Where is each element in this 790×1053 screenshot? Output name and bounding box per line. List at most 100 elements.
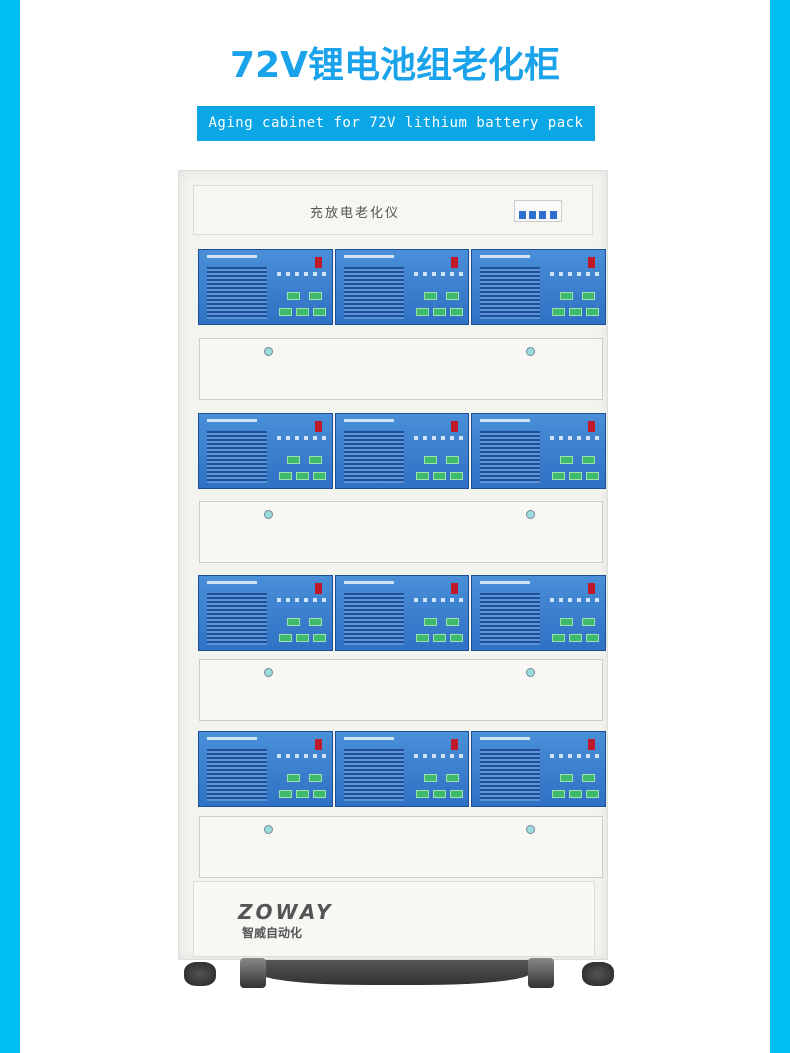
connector-terminal[interactable] [560,292,574,300]
connector-terminal[interactable] [287,292,300,300]
connector-terminal[interactable] [552,634,566,642]
battery-drawer[interactable] [199,659,603,721]
aging-module [471,413,607,489]
power-switch[interactable] [588,421,596,432]
connector-terminal[interactable] [449,790,463,798]
drawer-lock-icon[interactable] [264,825,273,834]
connector-terminal[interactable] [309,618,322,626]
connector-terminal[interactable] [309,292,322,300]
connector-terminal[interactable] [586,472,600,480]
connector-terminal[interactable] [432,790,446,798]
connector-terminal[interactable] [586,634,600,642]
connector-terminal[interactable] [415,308,429,316]
power-switch[interactable] [451,421,459,432]
connector-terminal[interactable] [552,790,566,798]
power-switch[interactable] [314,583,322,594]
battery-drawer[interactable] [199,501,603,563]
power-switch[interactable] [314,421,322,432]
connector-terminal[interactable] [279,634,292,642]
aging-module [471,575,607,651]
power-switch[interactable] [451,739,459,750]
connector-terminal[interactable] [449,308,463,316]
connector-terminal[interactable] [287,456,300,464]
connector-terminal[interactable] [432,472,446,480]
connector-terminal[interactable] [586,790,600,798]
aging-module [334,731,470,807]
drawer-lock-icon[interactable] [264,347,273,356]
connector-terminal[interactable] [313,790,326,798]
connector-terminal[interactable] [560,618,574,626]
connector-terminal[interactable] [296,472,309,480]
leveling-foot [582,962,614,986]
connector-terminal[interactable] [279,790,292,798]
connector-terminal[interactable] [313,308,326,316]
connector-terminal[interactable] [296,790,309,798]
connector-terminal[interactable] [560,774,574,782]
power-switch[interactable] [314,257,322,268]
drawer-lock-icon[interactable] [526,825,535,834]
connector-terminal[interactable] [432,308,446,316]
power-switch[interactable] [588,583,596,594]
connector-terminal[interactable] [569,634,583,642]
connector-terminal[interactable] [586,308,600,316]
drawer-lock-icon[interactable] [526,668,535,677]
vent-grille [207,267,267,319]
connector-terminal[interactable] [449,634,463,642]
connector-terminal[interactable] [569,790,583,798]
connector-terminal[interactable] [423,774,437,782]
connector-terminal[interactable] [296,308,309,316]
connector-terminal[interactable] [296,634,309,642]
connector-terminal[interactable] [279,472,292,480]
connector-terminal[interactable] [445,292,459,300]
connector-terminal[interactable] [279,308,292,316]
circuit-breaker[interactable] [514,200,562,222]
connector-terminal[interactable] [582,618,596,626]
connector-terminal[interactable] [287,618,300,626]
page-title: 72V锂电池组老化柜 [230,45,560,86]
vent-grille [343,267,404,319]
connector-terminal[interactable] [560,456,574,464]
power-switch[interactable] [314,739,322,750]
connector-terminal[interactable] [552,308,566,316]
vent-grille [207,593,267,645]
connector-terminal[interactable] [582,456,596,464]
status-leds [413,754,466,758]
drawer-lock-icon[interactable] [526,347,535,356]
status-leds [277,754,329,758]
vent-grille [207,749,267,801]
drawer-lock-icon[interactable] [526,510,535,519]
module-row [197,575,607,651]
connector-terminal[interactable] [313,634,326,642]
connector-terminal[interactable] [569,308,583,316]
battery-drawer[interactable] [199,816,603,878]
battery-drawer[interactable] [199,338,603,400]
connector-terminal[interactable] [423,292,437,300]
connector-terminal[interactable] [582,292,596,300]
connector-terminal[interactable] [415,472,429,480]
connector-terminal[interactable] [552,472,566,480]
connector-terminal[interactable] [445,456,459,464]
power-switch[interactable] [588,739,596,750]
connector-terminal[interactable] [423,618,437,626]
drawer-lock-icon[interactable] [264,668,273,677]
connector-terminal[interactable] [445,618,459,626]
connector-terminal[interactable] [313,472,326,480]
connector-terminal[interactable] [569,472,583,480]
power-switch[interactable] [451,257,459,268]
connector-terminal[interactable] [423,456,437,464]
connector-terminal[interactable] [287,774,300,782]
aging-module [334,575,470,651]
connector-terminal[interactable] [309,456,322,464]
connector-terminal[interactable] [432,634,446,642]
connector-terminal[interactable] [415,790,429,798]
power-switch[interactable] [588,257,596,268]
vent-grille [343,431,404,483]
connector-terminal[interactable] [449,472,463,480]
connector-terminal[interactable] [415,634,429,642]
connector-terminal[interactable] [582,774,596,782]
brand-logo-cn: 智威自动化 [242,926,303,940]
drawer-lock-icon[interactable] [264,510,273,519]
connector-terminal[interactable] [309,774,322,782]
power-switch[interactable] [451,583,459,594]
connector-terminal[interactable] [445,774,459,782]
